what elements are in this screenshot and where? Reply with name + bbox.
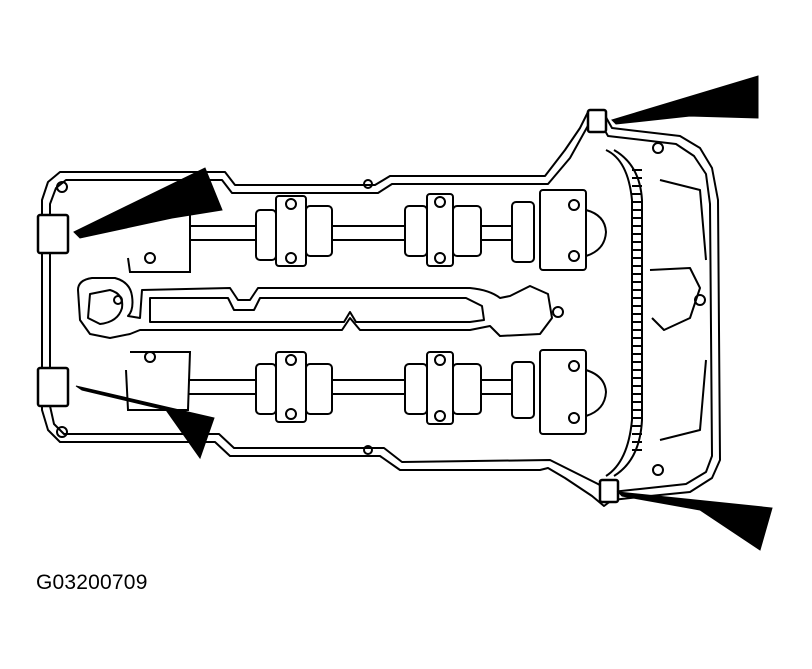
seal-top-right: [586, 108, 608, 134]
timing-chain: [605, 149, 643, 477]
seal-bottom-left: [36, 366, 70, 408]
bolt-hole: [363, 179, 373, 189]
arrow-bottom-left: [75, 385, 215, 460]
cap-bolt: [434, 252, 446, 264]
cam-bearing-cap: [539, 349, 587, 435]
gasket-seals: [36, 108, 620, 504]
cam-bearing-cap: [426, 193, 454, 267]
arrow-top-left: [73, 167, 223, 239]
cam-lobe: [511, 361, 535, 419]
cap-bolt: [434, 196, 446, 208]
cap-bolt: [568, 412, 580, 424]
cap-bolt: [285, 354, 297, 366]
seal-top-left: [36, 213, 70, 255]
cam-lobe: [511, 201, 535, 263]
cap-bolt: [434, 410, 446, 422]
lower-camshaft: [188, 349, 607, 435]
arrow-top-right: [611, 75, 759, 125]
cap-bolt: [568, 199, 580, 211]
cap-bolt: [285, 408, 297, 420]
figure-id-label: G03200709: [36, 571, 148, 594]
cam-lobe: [452, 205, 482, 257]
cam-lobe: [452, 363, 482, 415]
left-end-bosses: [125, 211, 192, 411]
cap-bolt: [285, 198, 297, 210]
cam-lobe: [404, 363, 428, 415]
right-bracket: [649, 179, 707, 441]
timing-chain-teeth: [632, 169, 642, 451]
seal-bottom-right: [598, 478, 620, 504]
cam-lobe: [305, 363, 333, 415]
cam-bearing-cap: [426, 351, 454, 425]
center-channel: [77, 277, 553, 339]
bolt-hole: [56, 426, 68, 438]
bolt-hole: [363, 445, 373, 455]
cam-lobe: [305, 205, 333, 257]
cam-bearing-cap: [275, 195, 307, 267]
bolt-hole: [652, 464, 664, 476]
bolt-hole: [652, 142, 664, 154]
bolt-hole: [144, 252, 156, 264]
bolt-hole: [56, 181, 68, 193]
cap-bolt: [568, 250, 580, 262]
upper-camshaft: [190, 189, 607, 271]
cap-bolt: [434, 354, 446, 366]
cam-bearing-cap: [275, 351, 307, 423]
cap-bolt: [568, 360, 580, 372]
bolt-hole: [552, 306, 564, 318]
cam-lobe: [255, 363, 277, 415]
cam-lobe: [255, 209, 277, 261]
pointer-arrows: [73, 75, 773, 551]
arrow-bottom-right: [616, 491, 773, 551]
cam-lobe: [404, 205, 428, 257]
cylinder-head-outline: [41, 111, 721, 507]
cam-bearing-cap: [539, 189, 587, 271]
cap-bolt: [285, 252, 297, 264]
bolt-hole: [144, 351, 156, 363]
